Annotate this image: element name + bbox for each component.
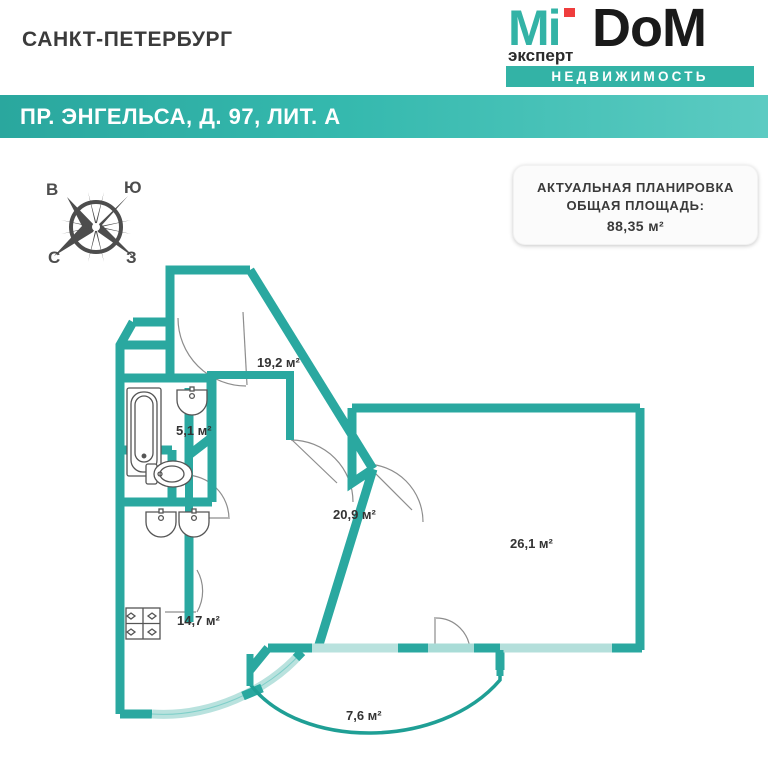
walls-secondary bbox=[185, 371, 294, 518]
info-line-area-label: ОБЩАЯ ПЛОЩАДЬ: bbox=[566, 198, 705, 213]
sink-icon-1 bbox=[176, 386, 208, 416]
wall-seg bbox=[474, 643, 500, 653]
balcony-connectors bbox=[246, 650, 504, 686]
compass-label-west: В bbox=[46, 180, 59, 199]
address-text: ПР. ЭНГЕЛЬСА, Д. 97, ЛИТ. А bbox=[20, 104, 341, 129]
room-label-bedroom: 26,1 м² bbox=[510, 536, 553, 551]
toilet-icon bbox=[145, 460, 193, 488]
info-total-area: 88,35 м² bbox=[606, 218, 665, 234]
room-label-kitchen: 14,7 м² bbox=[177, 613, 220, 628]
room-label-living-room: 20,9 м² bbox=[333, 507, 376, 522]
window-bedroom-a bbox=[428, 643, 474, 653]
logo-dom-text: DoM bbox=[592, 0, 707, 58]
floor-plan-svg bbox=[115, 265, 645, 735]
brand-logo[interactable]: Mi DoM эксперт НЕДВИЖИМОСТЬ bbox=[500, 0, 756, 88]
fixtures bbox=[125, 386, 210, 640]
logo-subtitle-text: НЕДВИЖИМОСТЬ bbox=[551, 69, 709, 84]
address-banner: ПР. ЭНГЕЛЬСА, Д. 97, ЛИТ. А bbox=[0, 95, 768, 138]
page-header: САНКТ-ПЕТЕРБУРГ Mi DoM эксперт НЕДВИЖИМО… bbox=[0, 0, 768, 95]
compass-rose: В Ю С З bbox=[36, 170, 156, 285]
compass-label-south: Ю bbox=[124, 178, 142, 197]
room-label-bathroom: 5,1 м² bbox=[176, 423, 212, 438]
wall-seg bbox=[268, 643, 312, 653]
logo-red-dot-icon bbox=[564, 8, 575, 17]
area-info-card: АКТУАЛЬНАЯ ПЛАНИРОВКА ОБЩАЯ ПЛОЩАДЬ: 88,… bbox=[513, 165, 758, 245]
wall-seg bbox=[612, 643, 642, 653]
logo-subtitle-band: НЕДВИЖИМОСТЬ bbox=[506, 66, 754, 87]
logo-expert-text: эксперт bbox=[508, 46, 574, 65]
compass-label-north: С bbox=[48, 248, 61, 267]
compass-label-east: З bbox=[126, 248, 137, 267]
window-living bbox=[312, 643, 398, 653]
window-bedroom-b bbox=[500, 643, 612, 653]
compass-icon bbox=[54, 192, 135, 262]
room-label-balcony: 7,6 м² bbox=[346, 708, 382, 723]
logo-wordmark: Mi DoM эксперт bbox=[500, 0, 756, 65]
sink-icon-2 bbox=[145, 508, 177, 538]
sink-icon-3 bbox=[178, 508, 210, 538]
wall-seg bbox=[398, 643, 428, 653]
bathtub-icon bbox=[126, 387, 162, 477]
city-title: САНКТ-ПЕТЕРБУРГ bbox=[22, 28, 233, 51]
balcony bbox=[248, 670, 502, 735]
room-label-hall: 19,2 м² bbox=[257, 355, 300, 370]
floor-plan[interactable]: 19,2 м² 5,1 м² 20,9 м² 26,1 м² 14,7 м² 7… bbox=[0, 250, 768, 768]
windows bbox=[151, 643, 642, 719]
stove-icon bbox=[125, 607, 161, 640]
window-kitchen bbox=[151, 650, 304, 719]
logo-mi-text: Mi bbox=[508, 0, 562, 56]
info-line-layout: АКТУАЛЬНАЯ ПЛАНИРОВКА bbox=[537, 180, 734, 195]
